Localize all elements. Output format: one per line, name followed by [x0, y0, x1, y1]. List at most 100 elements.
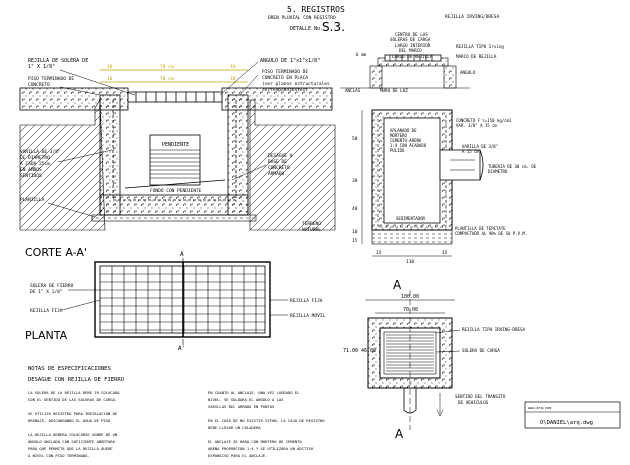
detail-number: S.3. — [322, 20, 345, 34]
svg-text:TERRENO: TERRENO — [302, 221, 321, 227]
svg-text:70 cm: 70 cm — [160, 76, 174, 82]
svg-text:DEL MARCO: DEL MARCO — [399, 48, 422, 53]
svg-text:REJILLA MOVIL: REJILLA MOVIL — [290, 313, 326, 319]
svg-text:30: 30 — [352, 178, 358, 184]
svg-text:A 15 cm: A 15 cm — [462, 149, 479, 154]
svg-text:REJILLA DE SOLERA DE: REJILLA DE SOLERA DE — [28, 58, 88, 64]
svg-text:DE DIAMETRO: DE DIAMETRO — [20, 155, 50, 161]
top-dims: 10 70 cm 10 10 70 cm 10 — [100, 64, 248, 83]
svg-text:SOLERA DE FIERRO: SOLERA DE FIERRO — [30, 283, 74, 289]
svg-text:VARILLA DE 3/8": VARILLA DE 3/8" — [462, 144, 498, 149]
svg-text:LARGO INTERIOR: LARGO INTERIOR — [395, 43, 431, 48]
svg-text:CENTRO DE LAS: CENTRO DE LAS — [395, 32, 428, 37]
title: 5. REGISTROS — [287, 5, 345, 14]
svg-text:VAR. 3/8" A 15 cm: VAR. 3/8" A 15 cm — [456, 123, 498, 128]
notes-subtitle: DESAGUE CON REJILLA DE FIERRO — [28, 377, 124, 383]
svg-text:PISO TERMINADO DE: PISO TERMINADO DE — [262, 69, 308, 75]
svg-text:correspondientes): correspondientes) — [262, 87, 308, 93]
note-line: LA REJILLA DEBERA COLOCARSE SOBRE DE UN — [28, 432, 118, 437]
svg-text:SENTIDOS: SENTIDOS — [20, 173, 42, 179]
plan-right: A A 100.00 70.00 71.00 46.00 REJILLA TIP… — [343, 278, 526, 441]
pendiente-label: PENDIENTE — [162, 142, 189, 148]
header: 5. REGISTROS DREN PLUVIAL CON REGISTRO D… — [268, 5, 345, 34]
svg-text:SEDIMENTADOR: SEDIMENTADOR — [396, 216, 425, 221]
svg-text:MORTERO: MORTERO — [390, 133, 407, 138]
note-line: DEBE LLEVAR UN COLADERA — [208, 425, 261, 430]
note-line: EL ANCLAJE SE HARA CON MORTERO DE CEMENT… — [208, 439, 302, 444]
svg-text:15: 15 — [352, 238, 358, 244]
note-line: CON EL SENTIDO DE LAS SOLERAS DE CARGA. — [28, 397, 117, 402]
title-block: www.arq.com O\DANIEL\arq.dwg — [524, 401, 621, 429]
svg-text:NATURAL: NATURAL — [302, 227, 321, 233]
notes: NOTAS DE ESPECIFICACIONES DESAGUE CON RE… — [28, 366, 325, 458]
svg-text:1" X 1/8": 1" X 1/8" — [28, 64, 55, 70]
svg-text:ANGULO: ANGULO — [460, 70, 476, 75]
svg-text:REJILLA TIPO Irving: REJILLA TIPO Irving — [456, 44, 504, 49]
note-line: VARILLAS DEL ARMADO EN PUNTOS — [208, 404, 275, 409]
svg-text:40: 40 — [352, 206, 358, 212]
svg-text:TUBERIA DE 30 cm. DE: TUBERIA DE 30 cm. DE — [488, 164, 537, 169]
svg-text:100.00: 100.00 — [401, 294, 419, 300]
pendiente-block — [149, 134, 201, 186]
svg-text:ARMADO: ARMADO — [268, 171, 285, 177]
svg-text:1:4 CON ACABADO: 1:4 CON ACABADO — [390, 143, 427, 148]
svg-text:PLANTILLA: PLANTILLA — [20, 197, 45, 203]
svg-text:PULIDO: PULIDO — [390, 148, 405, 153]
svg-text:CONCRETO EN PLACA: CONCRETO EN PLACA — [262, 75, 308, 81]
planta-label: PLANTA — [25, 329, 68, 342]
title-block-label: O\DANIEL\arq.dwg — [540, 420, 593, 426]
svg-text:CONCRETO F'c=150 kg/cm2: CONCRETO F'c=150 kg/cm2 — [456, 118, 512, 123]
cut-mark-a: A — [180, 251, 184, 258]
corte-label: CORTE A-A' — [25, 246, 87, 259]
svg-text:ANGULO DE 1"x1"x1/8": ANGULO DE 1"x1"x1/8" — [260, 58, 320, 64]
earth-right — [249, 99, 336, 231]
detail-prefix: DETALLE No. — [290, 26, 323, 32]
svg-text:REJILLA IRVING/DRESA: REJILLA IRVING/DRESA — [445, 14, 499, 20]
svg-text:DE VEHICULOS: DE VEHICULOS — [458, 400, 489, 405]
svg-text:SENTIDO DEL TRANSITO: SENTIDO DEL TRANSITO — [455, 394, 506, 399]
svg-text:EN AMBOS: EN AMBOS — [20, 167, 42, 173]
svg-text:15: 15 — [376, 250, 382, 256]
note-line: SE UTILIZA REGISTRO PARA INSTALACION DE — [28, 411, 118, 416]
svg-text:15: 15 — [442, 250, 448, 256]
svg-text:10: 10 — [107, 64, 113, 70]
svg-text:PISO TERMINADO DE: PISO TERMINADO DE — [28, 76, 74, 82]
svg-text:70 cm: 70 cm — [160, 64, 174, 70]
svg-text:DESAGUE A: DESAGUE A — [268, 153, 293, 159]
subtitle: DREN PLUVIAL CON REGISTRO — [268, 15, 336, 21]
svg-text:REJILLA FIJA: REJILLA FIJA — [30, 308, 63, 314]
svg-text:(ver planos estructurales: (ver planos estructurales — [262, 81, 330, 87]
svg-text:CEMENTO-ARENA: CEMENTO-ARENA — [390, 138, 422, 143]
svg-text:ANCLAS: ANCLAS — [345, 88, 361, 93]
base-slab — [99, 194, 249, 216]
note-line: ANGULO ANCLADO CON SUFICIENTE ABERTURA — [28, 439, 116, 444]
svg-text:MURO DE LUZ: MURO DE LUZ — [380, 88, 408, 93]
plan-view: SOLERA DE FIERRO DE 1" X 1/8" REJILLA FI… — [25, 258, 326, 345]
note-line: DRENAJE, DESCARGANDO EL AGUA DE PISO — [28, 418, 111, 423]
svg-text:CONCRETO: CONCRETO — [268, 165, 290, 171]
note-line: PARA QUE PERMITA QUE LA REJILLA QUEDE — [28, 446, 113, 451]
svg-text:CONCRETO: CONCRETO — [28, 82, 50, 88]
section-a-a: PENDIENTE FONDO CON PENDIENTE 10 70 cm 1… — [19, 58, 336, 352]
svg-text:110: 110 — [406, 259, 414, 265]
svg-text:50: 50 — [352, 136, 358, 142]
svg-text:APLANADO DE: APLANADO DE — [390, 128, 417, 133]
note-line: ARENA PROPORCION 1:4 Y SE UTILIZARA UN A… — [208, 446, 314, 451]
plan-mark-top: A — [393, 278, 402, 292]
svg-text:10: 10 — [230, 76, 236, 82]
svg-text:71.00: 71.00 — [343, 348, 358, 354]
svg-text:6 mm: 6 mm — [356, 52, 367, 57]
svg-text:MARCO DE REJILLA: MARCO DE REJILLA — [456, 54, 497, 59]
svg-text:10: 10 — [230, 64, 236, 70]
note-line: NIVEL, SE SOLDARA EL ANGULO A LAS — [208, 397, 284, 402]
note-line: A NIVEL CON PISO TERMINADO. — [28, 453, 90, 458]
note-line: EN CUANTO AL ANCLAJE, UNA VEZ LOGRADO EL — [208, 390, 300, 395]
note-line: EXPANSIVO PARA EL ANCLAJE. — [208, 453, 267, 458]
grate-section — [127, 91, 223, 103]
fondo-label: FONDO CON PENDIENTE — [150, 188, 202, 194]
svg-text:SOLERAS DE CARGA: SOLERAS DE CARGA — [390, 37, 431, 42]
svg-text:PLANTILLA DE TEPETATE: PLANTILLA DE TEPETATE — [455, 226, 506, 231]
svg-text:COMPACTADO AL 90% DE SU P.V.M.: COMPACTADO AL 90% DE SU P.V.M. — [455, 231, 527, 236]
title-block-top: www.arq.com — [528, 406, 551, 410]
plan-mark-bottom: A — [395, 427, 404, 441]
